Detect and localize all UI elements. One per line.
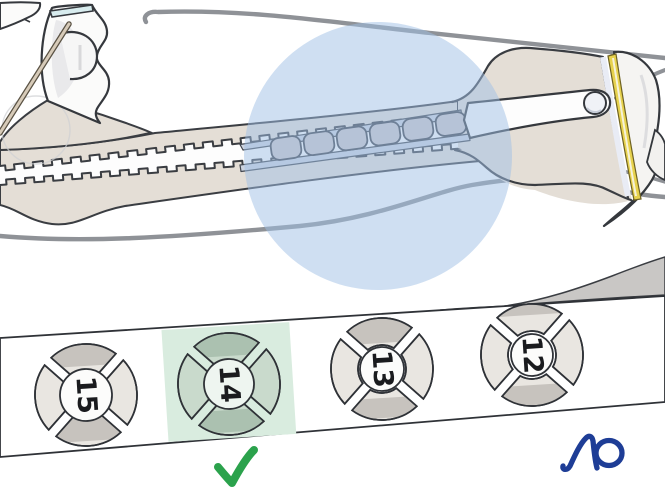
ao-logo: AO [560, 433, 625, 473]
ao-logo-o [593, 437, 625, 469]
iliac-crest-band [48, 4, 94, 18]
guide-wire [0, 21, 72, 136]
trochanter-mass [0, 99, 153, 151]
ao-logo-a [560, 433, 600, 473]
size-label-14: 14 [212, 364, 245, 403]
size-label-15: 15 [69, 375, 102, 414]
paddle-hole [583, 91, 607, 115]
growth-plate [607, 53, 642, 201]
checkmark-icon [214, 446, 258, 487]
bone-shadow-wedge [504, 256, 665, 307]
highlight-circle [244, 22, 512, 290]
femur-scene [0, 1, 665, 290]
size-label-13: 13 [365, 349, 398, 388]
size-label-12: 12 [515, 335, 548, 374]
gauge-scene: 15 14 13 12 [0, 256, 665, 487]
size-wheel-14: 14 [161, 322, 297, 442]
